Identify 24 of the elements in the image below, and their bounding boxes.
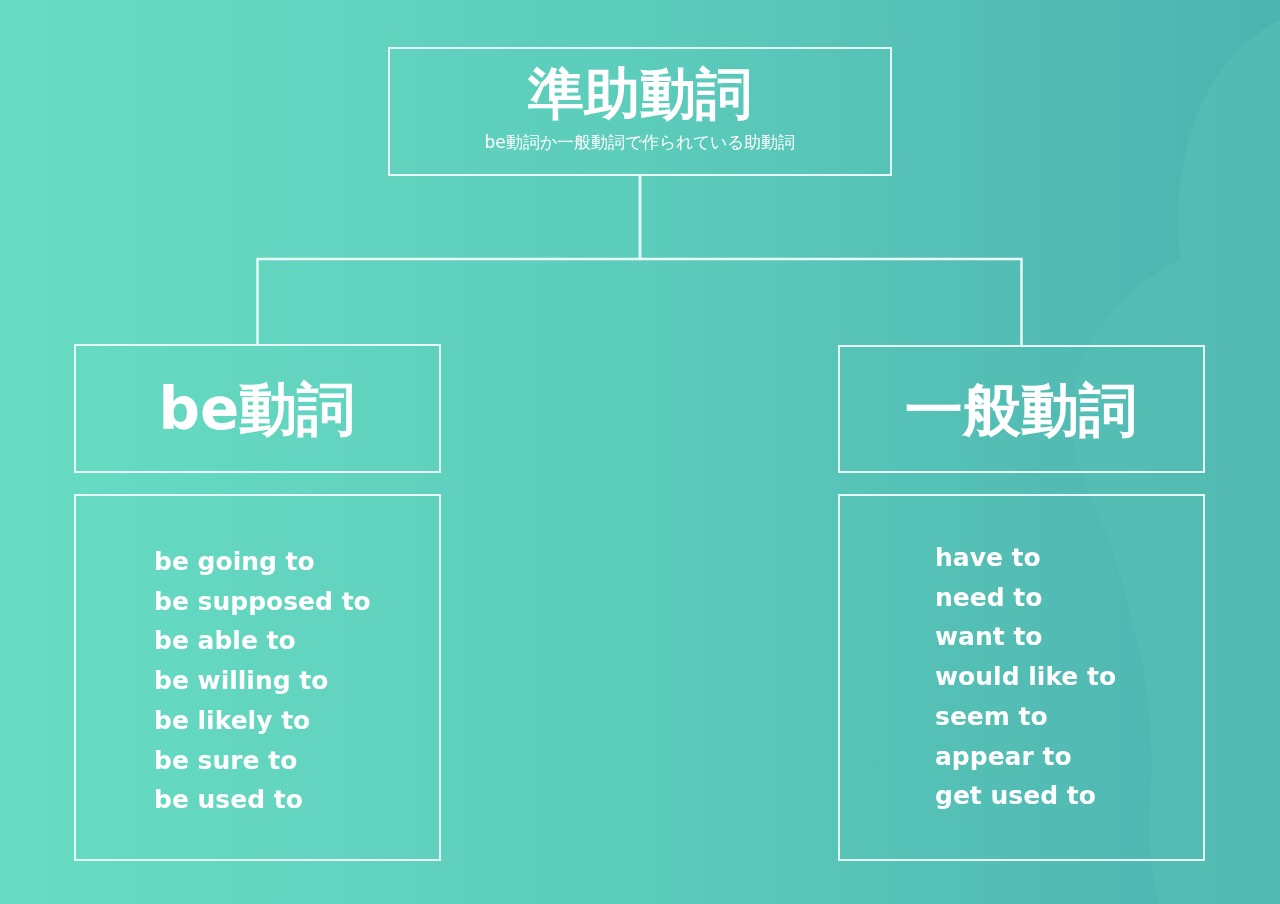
subtitle-text: be動詞か一般動詞で作られている助動詞 <box>483 131 796 153</box>
category-heading: 一般動詞 <box>904 375 1138 445</box>
list-item: have to <box>935 542 1041 574</box>
list-item: appear to <box>935 740 1072 773</box>
list-item: seem to <box>935 700 1048 733</box>
list-item: be supposed to <box>154 585 371 618</box>
list-item: be willing to <box>154 665 329 698</box>
list-box <box>74 494 441 861</box>
category-heading: be動詞 <box>157 374 357 444</box>
list-box <box>838 494 1205 861</box>
list-item: be going to <box>154 546 315 578</box>
list-item: need to <box>935 581 1043 614</box>
list-item: be likely to <box>154 704 311 737</box>
title-text: 準助動詞 <box>526 63 753 125</box>
list-item: be able to <box>154 625 296 658</box>
list-item: be used to <box>154 784 303 817</box>
category-box <box>838 345 1205 473</box>
list-item: be sure to <box>154 744 298 777</box>
connector-line <box>638 176 1023 345</box>
list-item: want to <box>935 621 1043 654</box>
category-box <box>74 344 441 473</box>
title-box <box>388 47 892 176</box>
list-item: get used to <box>935 780 1096 813</box>
list-item: would like to <box>935 661 1117 694</box>
